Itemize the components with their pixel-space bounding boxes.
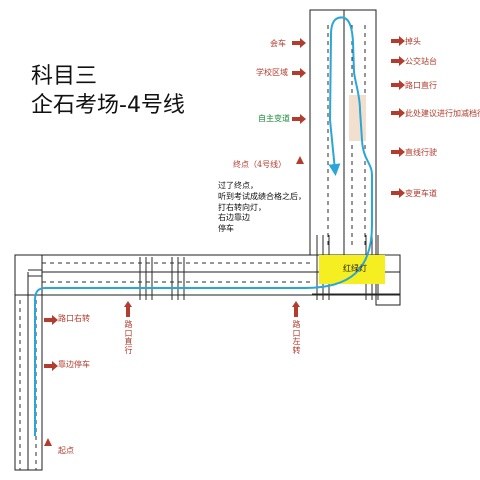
arrow-lane-change-self	[292, 114, 306, 124]
school-zone	[349, 95, 366, 141]
arrow-left-up	[292, 301, 300, 317]
label-u-turn: 掉头	[405, 37, 421, 46]
finish-instruction: 过了终点， 听到考试成绩合格之后， 打右转向灯， 右边靠边 停车	[218, 181, 306, 234]
label-bus-stop: 公交站台	[405, 57, 437, 66]
arrow-finish-marker	[296, 156, 304, 164]
label-intersection-straight: 路口直行	[405, 81, 437, 90]
label-change-lane: 变更车道	[405, 189, 437, 198]
label-gear-change: 此处建议进行加减档行	[405, 109, 480, 118]
label-meet-car: 会车	[270, 39, 286, 48]
label-stop-roadside: 靠边停车	[58, 360, 90, 369]
arrow-school-zone	[292, 68, 306, 78]
arrow-meet-car	[292, 38, 306, 48]
label-self-lane-change: 自主变道	[258, 114, 290, 123]
arrow-straight-drive	[391, 147, 405, 157]
driving-route	[34, 16, 373, 436]
arrow-stop-roadside	[44, 361, 58, 371]
arrow-right-turn	[44, 315, 58, 325]
arrow-intersection-straight	[391, 80, 405, 90]
left-label-arrows	[292, 38, 306, 164]
label-start: 起点	[58, 446, 74, 455]
lower-arrows	[44, 301, 300, 446]
label-school-zone: 学校区域	[256, 68, 288, 77]
arrow-u-turn	[391, 36, 405, 46]
label-vertical-left: 路口左转	[292, 320, 301, 355]
arrow-straight-up	[124, 301, 132, 317]
arrow-bus-stop	[391, 56, 405, 66]
label-straight-driving: 直线行驶	[405, 148, 437, 157]
page-title-line-2: 企石考场-4号线	[31, 93, 185, 118]
traffic-light-label: 红绿灯	[343, 264, 367, 273]
lane-markings	[19, 25, 366, 470]
right-label-arrows	[391, 36, 405, 198]
arrow-start-point	[44, 438, 52, 446]
label-right-turn: 路口右转	[58, 314, 90, 323]
traffic-light-zone	[319, 255, 385, 284]
arrow-lane-change	[391, 188, 405, 198]
label-vertical-straight: 路口直行	[124, 320, 133, 355]
page-title-line-1: 科目三	[31, 64, 98, 89]
label-finish: 终点（4号线）	[233, 160, 287, 169]
arrow-gear-change	[391, 108, 405, 118]
